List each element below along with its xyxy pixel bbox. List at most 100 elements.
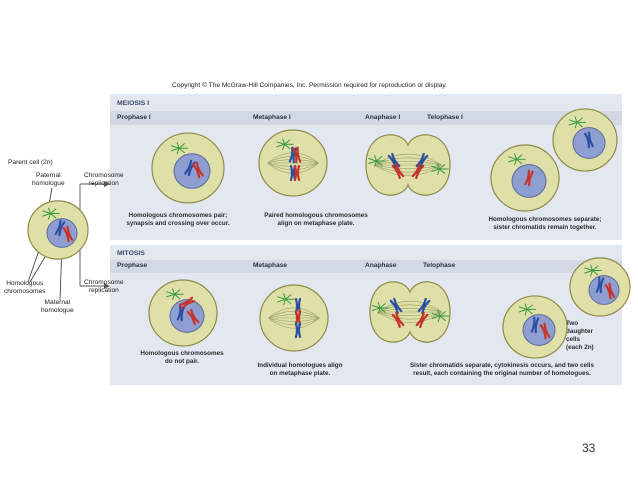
centrosome-fiber xyxy=(371,307,381,312)
centrosome-fiber xyxy=(379,307,386,314)
centrosome-fiber xyxy=(514,153,517,160)
chromosome xyxy=(595,276,605,294)
centrosome-fiber xyxy=(42,210,51,214)
meiosis-anaphase-cell xyxy=(365,134,451,196)
centrosome-fiber xyxy=(574,122,578,129)
chromosome xyxy=(530,316,540,334)
centrosome-fiber xyxy=(48,207,51,214)
centrosome-fiber xyxy=(48,213,51,220)
centrosome-fiber xyxy=(439,310,446,317)
centrosome-fiber xyxy=(437,309,441,317)
centrosome-fiber xyxy=(431,168,440,173)
page-number: 33 xyxy=(582,441,596,455)
caption-line: result, each containing the original num… xyxy=(413,370,591,377)
chromosome xyxy=(539,322,551,340)
centrosome-fiber xyxy=(584,267,593,271)
centrosome-fiber xyxy=(371,304,381,309)
caption-line: (each 2n) xyxy=(566,344,594,351)
replication-label-bottom: Chromosome replication xyxy=(84,279,124,295)
centrosome-fiber xyxy=(285,298,292,305)
centrosome-fiber xyxy=(439,163,446,170)
centrosome-fiber xyxy=(516,154,523,160)
nucleus xyxy=(173,153,211,189)
replication-label-top: Chromosome replication xyxy=(84,172,124,188)
centrosome-fiber xyxy=(518,308,528,313)
centrosome-fiber xyxy=(284,143,291,150)
centrosome-fiber xyxy=(576,122,583,128)
centrosome-fiber xyxy=(574,116,578,123)
label-line: Paternal xyxy=(36,172,61,179)
chromosome xyxy=(387,152,401,170)
chromosome xyxy=(54,219,66,237)
caption-line: Paired homologous chromosomes xyxy=(264,212,368,219)
centrosome-fiber xyxy=(431,315,441,320)
caption-line: align on metaphase plate. xyxy=(277,220,355,227)
centrosome-fiber xyxy=(376,160,383,167)
centrosome-fiber xyxy=(170,147,180,152)
caption-line: on metaphase plate. xyxy=(269,370,331,377)
caption-line: Homologous chromosomes separate; xyxy=(488,216,602,223)
label-line: Chromosome xyxy=(84,172,124,179)
meiosis-title: MEIOSIS I xyxy=(117,100,150,107)
spindle-fiber xyxy=(268,317,320,326)
centrosome-fiber xyxy=(437,162,440,170)
chromosome xyxy=(417,297,431,315)
spindle-fiber xyxy=(267,162,319,171)
homologous-chromosomes-label: Homologous chromosomes xyxy=(4,280,45,296)
centrosome-fiber xyxy=(174,289,181,295)
centrosome-fiber xyxy=(590,270,593,277)
caption-line: Sister chromatids separate, cytokinesis … xyxy=(409,362,595,369)
centrosome-fiber xyxy=(514,159,517,166)
parent-cell xyxy=(27,200,89,260)
meiosis-prophase-caption: Homologous chromosomes pair; synapsis an… xyxy=(106,212,250,228)
label-line: Maternal xyxy=(44,299,71,306)
centrosome-fiber xyxy=(568,119,578,123)
caption-line: do not pair. xyxy=(165,358,199,365)
chromosome xyxy=(389,297,403,315)
meiosis-phase-prophase: Prophase I xyxy=(117,114,151,121)
mitosis-title: MITOSIS xyxy=(117,250,145,257)
centrosome-fiber xyxy=(374,160,377,168)
meiosis-phase-telophase: Telophase I xyxy=(427,114,463,121)
centrosome-fiber xyxy=(176,142,180,149)
spindle-fiber xyxy=(374,157,442,166)
centrosome-fiber xyxy=(437,168,440,176)
spindle-fiber xyxy=(377,311,443,316)
centrosome-fiber xyxy=(276,141,285,145)
centrosome-fiber xyxy=(285,294,292,300)
spindle-fiber xyxy=(268,317,320,329)
meiosis-phase-anaphase: Anaphase I xyxy=(365,114,401,121)
mitosis-telophase-cell-1 xyxy=(502,295,568,359)
meiosis-phase-metaphase: Metaphase I xyxy=(253,114,291,121)
chromosome xyxy=(391,162,405,180)
centrosome-fiber xyxy=(508,156,517,160)
mitosis-telophase-cell-2 xyxy=(569,257,631,317)
centrosome-fiber xyxy=(379,302,386,309)
meiosis-entry-arrowhead xyxy=(104,181,110,187)
centrosome-fiber xyxy=(377,307,381,315)
centrosome-fiber xyxy=(518,306,528,310)
centrosome-fiber xyxy=(166,291,175,295)
chromosome xyxy=(288,146,298,164)
centrosome-fiber xyxy=(283,299,286,306)
chromosome xyxy=(604,282,616,300)
centrosome-fiber xyxy=(277,298,286,303)
spindle-fiber xyxy=(268,314,320,319)
centrosome-fiber xyxy=(437,315,441,323)
spindle-fiber xyxy=(377,304,443,313)
chromosome xyxy=(411,162,425,180)
caption-line: synapsis and crossing over occur. xyxy=(126,220,230,227)
centrosome-fiber xyxy=(172,288,175,295)
centrosome-fiber xyxy=(524,303,528,310)
spindle-fiber xyxy=(267,162,319,167)
mitosis-entry-arrowhead xyxy=(104,283,110,289)
mitosis-prophase-cell xyxy=(148,279,218,347)
chromosome xyxy=(415,152,429,170)
mitosis-metaphase-cell xyxy=(259,284,329,352)
centrosome-fiber xyxy=(170,145,180,149)
caption-line: Two xyxy=(566,320,579,327)
meiosis-metaphase-cell xyxy=(258,129,328,197)
mitosis-phase-metaphase: Metaphase xyxy=(253,262,288,269)
spindle-fiber xyxy=(268,310,320,319)
